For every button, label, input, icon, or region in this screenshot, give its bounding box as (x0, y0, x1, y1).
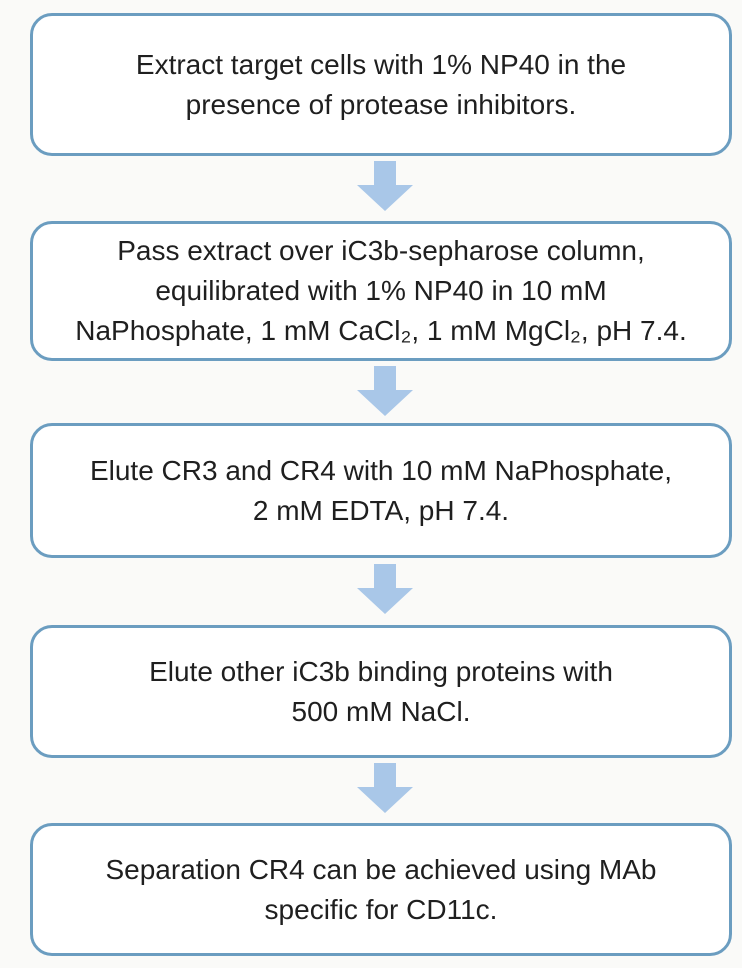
flow-step-5: Separation CR4 can be achieved using MAb… (30, 823, 732, 956)
down-arrow-shape (357, 161, 413, 211)
flow-step-4: Elute other iC3b binding proteins with 5… (30, 625, 732, 758)
down-arrow-icon (357, 763, 413, 813)
flow-step-2: Pass extract over iC3b-sepharose column,… (30, 221, 732, 361)
flow-step-4-label: Elute other iC3b binding proteins with 5… (149, 655, 613, 727)
flow-step-2-label: Pass extract over iC3b-sepharose column,… (75, 235, 687, 346)
down-arrow-icon (357, 564, 413, 614)
down-arrow-icon (357, 161, 413, 211)
down-arrow-shape (357, 763, 413, 813)
down-arrow-shape (357, 366, 413, 416)
flow-step-3: Elute CR3 and CR4 with 10 mM NaPhosphate… (30, 423, 732, 558)
flow-step-3-label: Elute CR3 and CR4 with 10 mM NaPhosphate… (89, 454, 673, 526)
down-arrow-shape (357, 564, 413, 614)
down-arrow-icon (357, 366, 413, 416)
flow-step-1-label: Extract target cells with 1% NP40 in the… (135, 48, 627, 120)
flow-step-1: Extract target cells with 1% NP40 in the… (30, 13, 732, 156)
flow-step-5-label: Separation CR4 can be achieved using MAb… (105, 853, 657, 925)
